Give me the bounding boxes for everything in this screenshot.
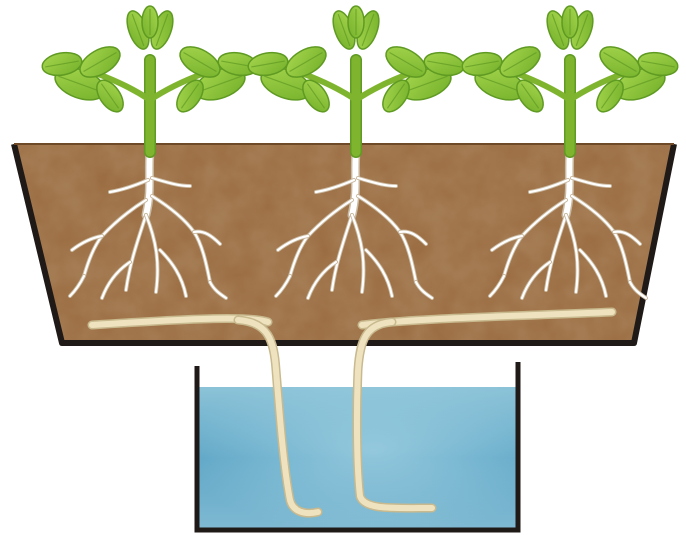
leaf [562, 6, 578, 38]
leaf [142, 6, 158, 38]
leaf [348, 6, 364, 38]
